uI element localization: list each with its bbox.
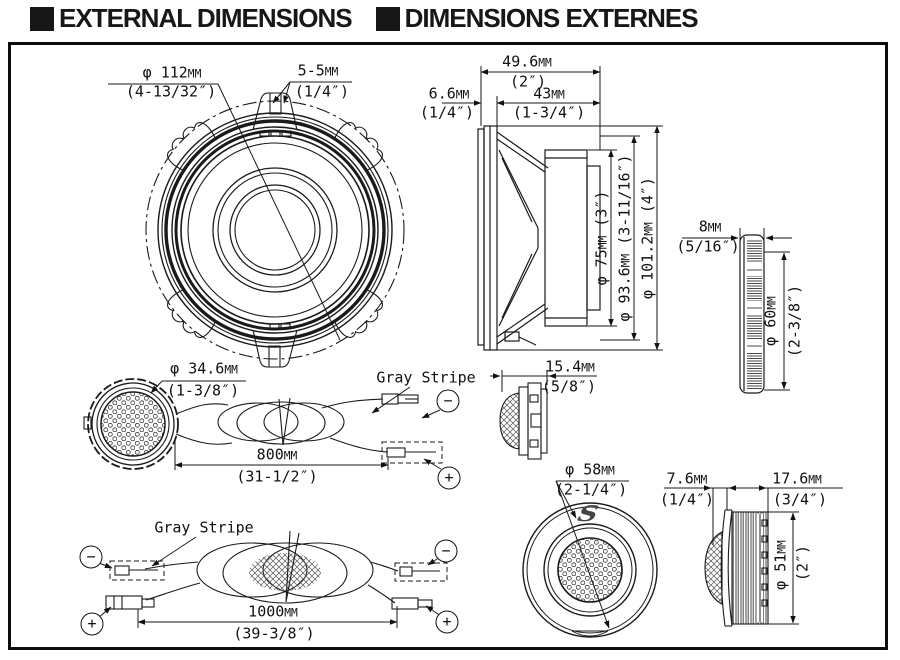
- tweeter-800-assembly: [83, 378, 443, 470]
- page-header: EXTERNAL DIMENSIONS DIMENSIONS EXTERNES: [30, 3, 699, 34]
- slotted-mounting-tab: [252, 92, 298, 137]
- minus-terminal-icon: −: [436, 389, 460, 413]
- dim-total-depth-in: (2″): [509, 72, 547, 91]
- mounting-ears: [167, 122, 383, 338]
- minus-terminal-icon: −: [79, 545, 103, 569]
- dim-magnet-diameter: φ 75MM (3″): [592, 190, 611, 286]
- tweeter-front-dim-lines: [555, 480, 629, 629]
- dim-body-depth-in: (1-3/4″): [512, 103, 586, 122]
- spacer-ring-side-view: [739, 234, 765, 394]
- dim-ring-diameter-in: (2-3/8″): [785, 284, 804, 358]
- dim-tweeter-diameter-mm: φ 34.6MM: [170, 359, 238, 378]
- woofer-front-dim-lines: [108, 81, 352, 341]
- plus-terminal-icon: +: [80, 612, 104, 636]
- spacer-ring-dim-lines: [682, 228, 792, 391]
- tweeter-front-view: [522, 502, 658, 638]
- dim-ring-thickness-in: (5/16″): [676, 237, 740, 256]
- dim-wire-length-800-mm: 800MM: [256, 445, 298, 464]
- dim-flush-diameter-mm: φ 51MM: [771, 540, 790, 590]
- dim-flush-body-depth-in: (3/4″): [772, 490, 828, 509]
- header-title-fr: DIMENSIONS EXTERNES: [375, 3, 699, 34]
- plus-terminal-icon: +: [435, 610, 459, 634]
- tweeter-side-view: [499, 382, 548, 460]
- dim-frame-diameter: φ 101.2MM (4″): [638, 177, 657, 299]
- minus-terminal-icon: −: [434, 539, 458, 563]
- dim-flush-front-depth-mm: 7.6MM: [666, 469, 708, 488]
- dim-wire-length-800-in: (31-1/2″): [236, 467, 318, 486]
- dim-ring-thickness-mm: 8MM: [698, 217, 722, 236]
- woofer-front-view: [145, 92, 405, 368]
- dim-wire-length-1000-mm: 1000MM: [248, 602, 298, 621]
- tweeter-flush-dim-lines: [664, 485, 843, 625]
- black-square-bullet-icon: [30, 6, 54, 31]
- dim-flush-diameter-in: (2″): [793, 544, 812, 582]
- diagram-frame: [8, 42, 888, 650]
- slotted-mounting-tab-bottom: [252, 323, 298, 368]
- title-fr-text: DIMENSIONS EXTERNES: [404, 3, 699, 33]
- dim-woofer-slot-in: (1/4″): [294, 82, 350, 101]
- tweeter-side-dim-lines: [490, 370, 597, 392]
- dim-cutout-diameter: φ 93.6MM (3-11/16″): [615, 154, 634, 322]
- woofer-side-dim-lines: [442, 66, 663, 351]
- dim-flush-body-depth-mm: 17.6MM: [772, 469, 822, 488]
- dim-total-depth-mm: 49.6MM: [502, 52, 552, 71]
- tweeter-800-dim-lines: [150, 380, 442, 470]
- dim-woofer-diameter-mm: φ 112MM: [142, 63, 202, 82]
- dim-flush-front-depth-in: (1/4″): [659, 490, 715, 509]
- dim-body-depth-mm: 43MM: [533, 84, 565, 103]
- dim-tweeter-depth-in: (5/8″): [541, 377, 597, 396]
- dim-woofer-slot-mm: 5-5MM: [297, 61, 339, 80]
- plus-terminal-icon: +: [437, 466, 461, 490]
- black-square-bullet-icon: [375, 6, 400, 31]
- dim-flange-in: (1/4″): [419, 103, 475, 122]
- dim-flange-mm: 6.6MM: [428, 84, 470, 103]
- gray-stripe-label: Gray Stripe: [376, 368, 476, 387]
- dim-tweeter-diameter-in: (1-3/8″): [166, 381, 240, 400]
- woofer-side-view: [477, 125, 601, 351]
- wire-1000-assembly: [105, 530, 448, 610]
- dim-wire-length-1000-in: (39-3/8″): [233, 624, 315, 643]
- dim-tweeter-front-diameter-mm: φ 58MM: [565, 460, 615, 479]
- dim-tweeter-front-diameter-in: (2-1/4″): [554, 480, 628, 499]
- tweeter-flush-side-view: [704, 509, 769, 627]
- header-title-en: EXTERNAL DIMENSIONS: [30, 3, 353, 34]
- dim-woofer-diameter-in: (4-13/32″): [125, 82, 217, 101]
- gray-stripe-label: Gray Stripe: [154, 518, 254, 537]
- title-en-text: EXTERNAL DIMENSIONS: [59, 3, 353, 33]
- dim-tweeter-depth-mm: 15.4MM: [545, 357, 595, 376]
- dim-ring-diameter-mm: φ 60MM: [761, 296, 780, 346]
